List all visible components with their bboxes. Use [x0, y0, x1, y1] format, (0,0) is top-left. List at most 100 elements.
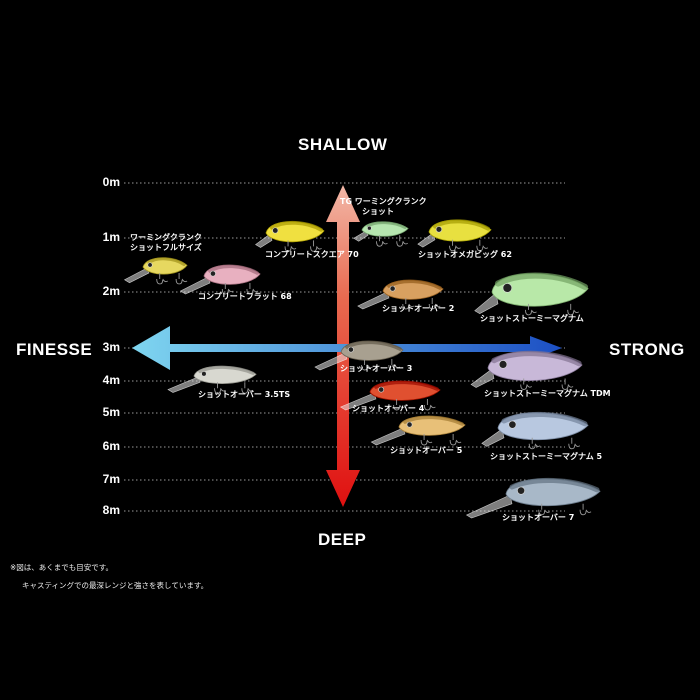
- deep-label: DEEP: [318, 530, 367, 549]
- lure-8: [314, 340, 404, 371]
- lure-label-10: ショットストーミーマグナム TDM: [484, 389, 611, 398]
- lure-back: [403, 415, 464, 426]
- lure-hook: [528, 437, 541, 450]
- lure-back: [509, 478, 600, 493]
- lure-label-14: ショットオーバー 7: [502, 513, 575, 522]
- lure-4: [417, 219, 492, 252]
- lure-label-11: ショットオーバー 4: [352, 404, 425, 413]
- lure-label-7: ショットストーミーマグナム: [480, 314, 584, 323]
- lure-back: [147, 257, 186, 266]
- lure-eye: [406, 421, 413, 428]
- lure-lip: [481, 428, 505, 447]
- lure-lip: [255, 233, 273, 248]
- lure-lip: [465, 494, 513, 519]
- lure-hook: [214, 382, 226, 394]
- lure-lip: [470, 368, 495, 388]
- lure-11: [339, 380, 441, 411]
- lure-eye: [348, 346, 354, 353]
- lure-hook: [525, 303, 537, 316]
- lure-hook: [246, 283, 259, 295]
- lure-hook: [568, 437, 581, 450]
- lure-2: [123, 257, 188, 285]
- lure-lip: [314, 352, 348, 371]
- lure-label-1: TG ワーミングクランクショット: [340, 197, 427, 216]
- lure-back: [208, 264, 259, 275]
- lure-back: [198, 365, 255, 375]
- lure-illustrations: [123, 219, 601, 519]
- lure-9: [167, 365, 257, 394]
- depth-label-1m: 1m: [102, 230, 120, 244]
- lure-hook: [241, 382, 254, 394]
- lure-hook: [579, 503, 592, 516]
- strong-label: STRONG: [609, 340, 685, 359]
- lure-hook: [428, 298, 441, 310]
- lure-eye: [201, 371, 207, 377]
- depth-label-3m: 3m: [102, 340, 120, 354]
- lure-back: [270, 221, 323, 232]
- lure-back: [501, 412, 588, 427]
- depth-label-5m: 5m: [102, 405, 120, 419]
- lure-label-12: ショットオーバー 5: [390, 446, 463, 455]
- lure-7: [474, 272, 589, 316]
- lure-eye: [367, 225, 372, 231]
- lure-12: [370, 415, 466, 446]
- lure-back: [345, 340, 402, 351]
- lure-hook: [388, 359, 401, 371]
- lure-eye: [435, 226, 443, 233]
- depth-label-7m: 7m: [102, 472, 120, 486]
- depth-label-0m: 0m: [102, 175, 120, 189]
- depth-label-8m: 8m: [102, 503, 120, 517]
- lure-hook: [449, 434, 462, 446]
- lure-hook: [520, 378, 532, 390]
- depth-label-6m: 6m: [102, 439, 120, 453]
- lure-hook: [310, 240, 322, 252]
- lure-hook: [561, 378, 574, 390]
- lure-label-4: ショットオメガビッグ 62: [418, 250, 512, 259]
- note-line-1: ※図は、あくまでも目安です。: [10, 563, 114, 572]
- note-line-2: キャスティングでの最深レンジと強さを表しています。: [22, 581, 209, 590]
- lure-label-8: ショットオーバー 3: [340, 364, 413, 373]
- lure-hook: [284, 240, 297, 252]
- lure-lip: [474, 292, 499, 315]
- lure-hook: [420, 434, 433, 446]
- depth-label-4m: 4m: [102, 373, 120, 387]
- lure-label-2: ワーミングクランクショットフルサイズ: [130, 233, 202, 252]
- lure-hook: [402, 298, 415, 310]
- lure-eye: [389, 285, 396, 292]
- lure-eye: [517, 486, 525, 495]
- shallow-label: SHALLOW: [298, 135, 388, 154]
- lure-hook: [476, 239, 489, 252]
- lure-hook: [423, 399, 436, 411]
- lure-5: [179, 264, 261, 295]
- lure-lip: [167, 376, 201, 393]
- lure-back: [366, 221, 407, 230]
- lure-eye: [508, 420, 517, 429]
- lure-label-3: コンプリートスクエア 70: [265, 250, 359, 259]
- lure-label-6: ショットオーバー 2: [382, 304, 455, 313]
- lure-hook: [538, 503, 550, 516]
- lure-eye: [502, 283, 513, 293]
- lure-back: [433, 219, 490, 231]
- lure-hook: [221, 283, 234, 295]
- lure-hook: [156, 272, 168, 285]
- lure-eye: [272, 227, 279, 234]
- lure-hook: [376, 235, 388, 247]
- lure-label-9: ショットオーバー 3.5TS: [198, 390, 291, 399]
- lure-1: [353, 221, 409, 247]
- lure-label-13: ショットストーミーマグナム 5: [490, 452, 603, 461]
- depth-label-2m: 2m: [102, 284, 120, 298]
- lure-13: [481, 412, 589, 450]
- lure-eye: [210, 270, 216, 277]
- lure-eye: [147, 262, 153, 268]
- lure-label-5: コンプリートフラット 68: [198, 292, 292, 301]
- lure-back: [387, 279, 442, 290]
- lure-3: [255, 221, 325, 252]
- lure-lip: [357, 291, 390, 310]
- lure-hook: [449, 239, 461, 252]
- lure-back: [494, 272, 589, 290]
- lure-hook: [567, 303, 579, 316]
- finesse-label: FINESSE: [16, 340, 93, 359]
- lure-lip: [417, 232, 436, 248]
